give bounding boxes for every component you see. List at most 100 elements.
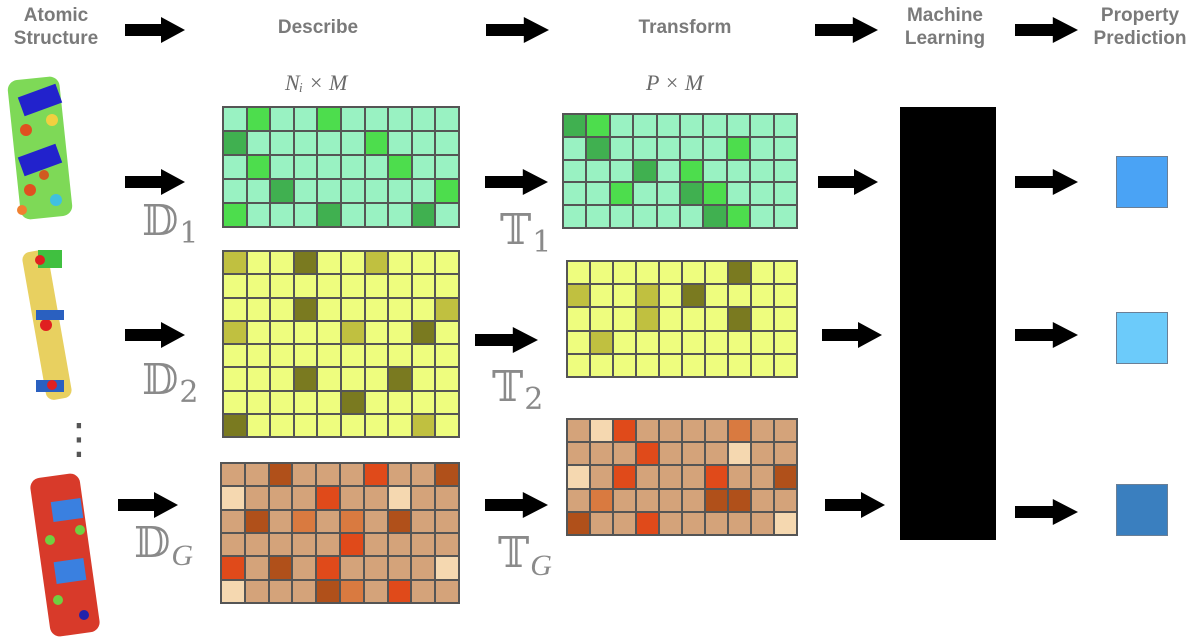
matrix-cell (270, 413, 294, 437)
matrix-cell (435, 533, 459, 557)
header-describe: Describe (277, 17, 359, 38)
matrix-cell (388, 131, 412, 155)
matrix-cell (244, 579, 269, 603)
matrix-cell (613, 419, 636, 443)
matrix-cell (728, 442, 751, 466)
matrix-cell (411, 179, 436, 203)
matrix-cell (244, 533, 269, 557)
matrix-cell (774, 307, 797, 331)
matrix-cell (728, 307, 751, 331)
matrix-cell (293, 131, 318, 155)
matrix-cell (411, 533, 436, 557)
matrix-cell (567, 307, 590, 331)
describe-arrow-2 (125, 322, 185, 348)
transform-t1-label: 𝕋1 (500, 205, 551, 260)
matrix-cell (268, 556, 293, 580)
matrix-cell (411, 274, 436, 298)
matrix-cell (751, 284, 774, 308)
matrix-cell (705, 465, 728, 489)
prediction-arrow-1 (1015, 169, 1078, 195)
matrix-cell (223, 320, 247, 344)
matrix-cell (636, 353, 659, 377)
matrix-cell (388, 251, 412, 275)
transform-t1-symbol: 𝕋 (500, 205, 532, 254)
matrix-cell (659, 353, 682, 377)
matrix-cell (633, 205, 657, 228)
matrix-cell (586, 136, 610, 160)
matrix-cell (292, 463, 317, 487)
transformed-matrix-1 (562, 113, 798, 229)
matrix-cell (435, 274, 459, 298)
matrix-cell (317, 297, 341, 321)
matrix-cell (774, 442, 797, 466)
matrix-cell (388, 297, 412, 321)
transform-t2-subscript: 2 (524, 382, 544, 417)
matrix-cell (728, 511, 751, 535)
matrix-cell (609, 159, 634, 183)
transform-tg-subscript: G (530, 549, 552, 582)
matrix-cell (609, 114, 634, 137)
matrix-cell (563, 205, 587, 228)
matrix-cell (703, 182, 727, 206)
matrix-cell (270, 274, 294, 298)
matrix-cell (567, 353, 590, 377)
matrix-cell (268, 486, 293, 510)
matrix-cell (388, 203, 412, 227)
matrix-cell (270, 179, 294, 203)
matrix-cell (435, 413, 459, 437)
matrix-cell (317, 131, 341, 155)
matrix-cell (316, 486, 340, 510)
matrix-cell (435, 320, 459, 344)
descriptor-matrix-2 (222, 250, 460, 438)
matrix-cell (221, 579, 245, 603)
matrix-cell (411, 203, 436, 227)
matrix-cell (411, 367, 436, 391)
descriptor-matrix-g (220, 462, 460, 604)
matrix-cell (221, 486, 245, 510)
matrix-cell (659, 307, 682, 331)
matrix-cell (682, 330, 705, 354)
matrix-cell (246, 107, 271, 131)
matrix-cell (341, 320, 365, 344)
matrix-cell (244, 509, 269, 533)
header-machine-learning: Machine Learning (904, 5, 986, 49)
matrix-cell (411, 155, 436, 179)
matrix-cell (341, 131, 365, 155)
matrix-cell (726, 114, 751, 137)
matrix-cell (221, 509, 245, 533)
matrix-cell (270, 131, 294, 155)
matrix-cell (636, 284, 659, 308)
matrix-cell (435, 107, 459, 131)
matrix-cell (341, 155, 365, 179)
matrix-cell (317, 251, 341, 275)
matrix-cell (563, 182, 587, 206)
matrix-cell (751, 419, 774, 443)
matrix-cell (705, 330, 728, 354)
matrix-cell (682, 353, 705, 377)
matrix-cell (339, 579, 364, 603)
matrix-cell (341, 274, 365, 298)
matrix-cell (388, 344, 412, 368)
transform-dimension-label: P × M (646, 70, 704, 95)
matrix-cell (636, 465, 659, 489)
matrix-cell (244, 486, 269, 510)
matrix-cell (223, 155, 247, 179)
matrix-cell (750, 205, 774, 228)
matrix-cell (293, 320, 318, 344)
matrix-cell (364, 320, 389, 344)
matrix-cell (363, 509, 388, 533)
matrix-cell (435, 486, 459, 510)
matrix-cell (339, 533, 364, 557)
matrix-cell (682, 307, 705, 331)
descriptor-matrix-1 (222, 106, 460, 228)
matrix-cell (751, 465, 774, 489)
matrix-cell (703, 205, 727, 228)
matrix-cell (613, 284, 636, 308)
matrix-cell (292, 509, 317, 533)
matrix-cell (613, 307, 636, 331)
matrix-cell (774, 261, 797, 285)
matrix-cell (590, 307, 613, 331)
transform-arrow-2 (475, 327, 538, 353)
matrix-cell (682, 488, 705, 512)
matrix-cell (774, 419, 797, 443)
